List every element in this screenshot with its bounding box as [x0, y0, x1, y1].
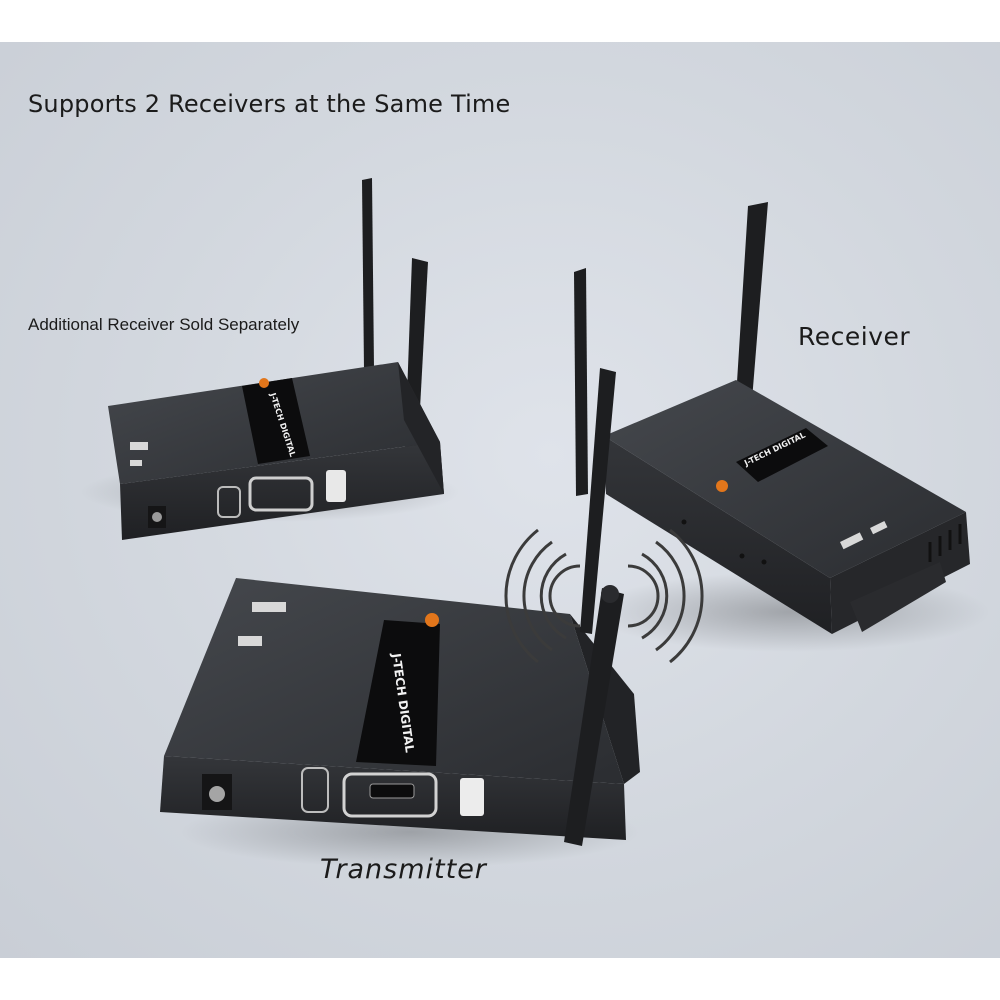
headline: Supports 2 Receivers at the Same Time	[28, 90, 511, 118]
wireless-signal-icon	[504, 528, 704, 664]
hdmi-port	[248, 476, 314, 512]
additional-receiver-note: Additional Receiver Sold Separately	[28, 315, 300, 334]
transmitter-label: Transmitter	[320, 854, 487, 885]
receiver-label: Receiver	[798, 322, 911, 351]
transmitter-device: J-TECH DIGITAL	[160, 368, 704, 868]
devices-illustration: J-TECH DIGITAL	[80, 178, 990, 868]
logo	[425, 613, 439, 627]
additional-receiver-device: J-TECH DIGITAL	[80, 178, 460, 540]
product-scene: J-TECH DIGITAL	[0, 42, 1000, 958]
hdmi-port	[342, 772, 438, 818]
antenna	[564, 588, 624, 846]
ir-button	[460, 778, 484, 816]
ir-button	[326, 470, 346, 502]
antenna	[362, 178, 374, 370]
antenna	[580, 368, 616, 634]
logo	[259, 378, 269, 388]
receiver-device: J-TECH DIGITAL	[574, 202, 990, 652]
antenna	[736, 202, 768, 400]
logo	[716, 480, 728, 492]
antenna	[574, 268, 588, 496]
